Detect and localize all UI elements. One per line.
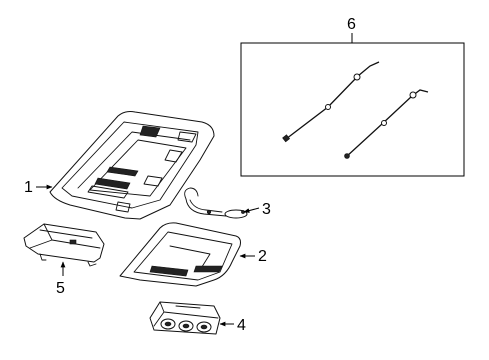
switch-module xyxy=(149,301,221,335)
storage-bin xyxy=(23,223,105,267)
callout-6: 6 xyxy=(347,16,356,33)
antenna-cable-kit xyxy=(240,33,465,177)
callout-leaders xyxy=(36,184,260,327)
callout-4: 4 xyxy=(237,317,246,334)
callout-1: 1 xyxy=(24,179,33,196)
callout-5: 5 xyxy=(56,280,65,297)
console-bezel xyxy=(119,222,241,287)
inset-box xyxy=(240,42,465,177)
callout-labels: 1 2 3 4 5 6 xyxy=(24,16,356,334)
callout-2: 2 xyxy=(258,248,267,265)
callout-3: 3 xyxy=(262,201,271,218)
overhead-console-housing xyxy=(49,111,215,220)
lamp-harness xyxy=(184,187,248,219)
